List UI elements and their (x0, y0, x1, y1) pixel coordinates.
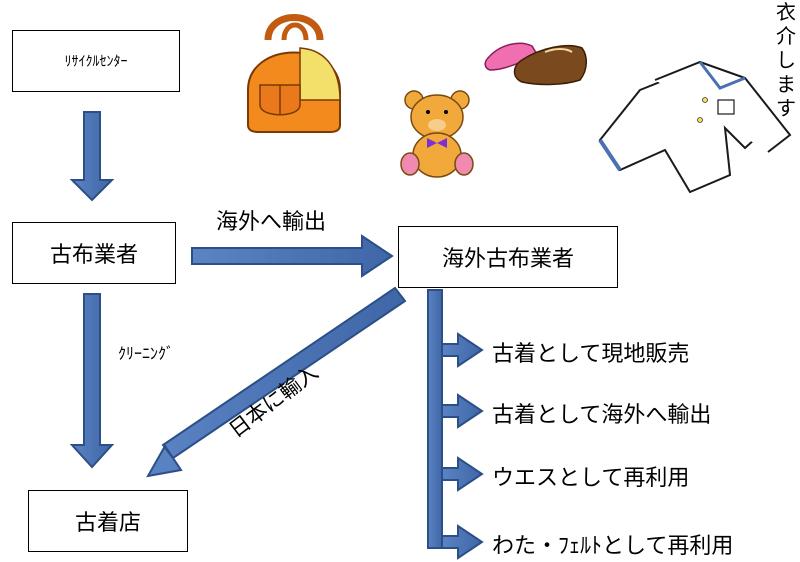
teddy-bear-icon (400, 90, 474, 178)
edge-char: す (776, 96, 796, 120)
edge-label-cleaning: ｸﾘｰﾆﾝｸﾞ (118, 344, 175, 363)
node-recycle-center: ﾘｻｲｸﾙｾﾝﾀｰ (12, 30, 180, 92)
outcome-item: わた・ﾌｪﾙﾄとして再利用 (492, 534, 734, 559)
edge-label-export: 海外へ輸出 (216, 210, 327, 235)
arrow-outcomes-trunk (427, 289, 484, 560)
edge-text-fragment: 衣 介 し ま す (776, 0, 798, 120)
arrow-cleaning (69, 293, 115, 469)
node-old-cloth-dealer: 古布業者 (12, 222, 176, 284)
node-overseas-dealer: 海外古布業者 (398, 226, 618, 288)
edge-char: 介 (776, 24, 796, 48)
node-used-clothing-store: 古着店 (28, 490, 188, 552)
outcome-item: 古着として海外へ輸出 (492, 403, 712, 428)
outcome-item: 古着として現地販売 (492, 342, 690, 367)
outcome-item: ウエスとして再利用 (492, 466, 690, 491)
handbag-icon (247, 14, 341, 133)
arrow-recycle-to-dealer (69, 111, 115, 202)
shirt-icon (598, 60, 792, 194)
shoes-icon (484, 42, 587, 86)
edge-char: し (776, 48, 796, 72)
arrow-import (146, 286, 407, 478)
edge-char: 衣 (776, 0, 796, 24)
edge-char: ま (776, 72, 796, 96)
arrow-export (191, 234, 394, 278)
